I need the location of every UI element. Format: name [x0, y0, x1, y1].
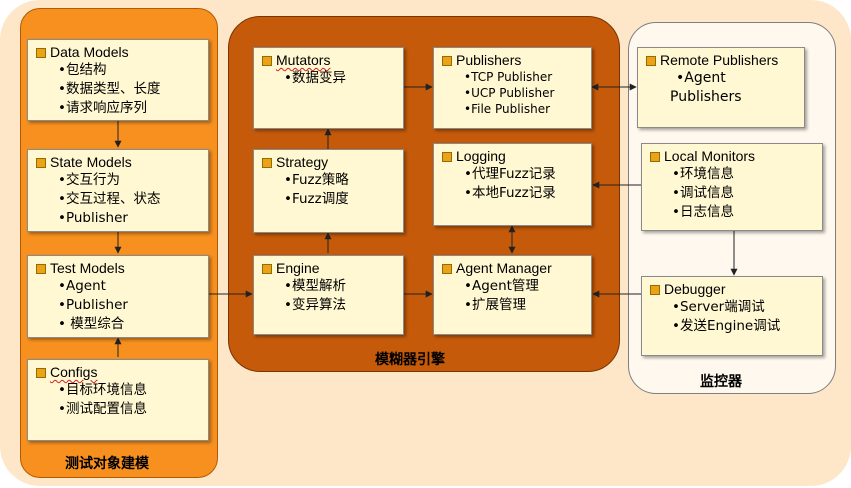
data-models-title: Data Models: [50, 44, 129, 60]
bullet-square-icon: [442, 55, 452, 66]
publishers-title: Publishers: [456, 52, 522, 68]
monitor-panel-label: 监控器: [700, 374, 742, 390]
state-models-item: •Publisher: [58, 210, 128, 226]
debugger-item: •Server端调试: [672, 299, 765, 315]
remote-publishers-item: Publishers: [670, 89, 742, 105]
test-models-item: •Agent: [58, 278, 106, 294]
local-monitors-item: •日志信息: [672, 204, 734, 220]
strategy-box: Strategy •Fuzz策略 •Fuzz调度: [253, 149, 404, 233]
debugger-item: •发送Engine调试: [672, 318, 781, 334]
bullet-square-icon: [36, 47, 46, 58]
local-monitors-title: Local Monitors: [664, 148, 756, 164]
bullet-square-icon: [262, 55, 272, 66]
remote-publishers-box: Remote Publishers •Agent Publishers: [637, 47, 805, 128]
agent-manager-item: •Agent管理: [464, 278, 539, 294]
strategy-item: •Fuzz调度: [284, 191, 349, 207]
configs-item: •目标环境信息: [58, 382, 147, 398]
local-monitors-item: •调试信息: [672, 185, 734, 201]
agent-manager-title: Agent Manager: [456, 260, 552, 276]
remote-publishers-title: Remote Publishers: [660, 52, 779, 68]
configs-box: Configs •目标环境信息 •测试配置信息: [27, 359, 209, 441]
mutators-item: •数据变异: [284, 70, 346, 86]
bullet-square-icon: [36, 367, 46, 378]
agent-manager-box: Agent Manager •Agent管理 •扩展管理: [433, 255, 592, 335]
engine-panel-label: 模糊器引擎: [375, 352, 445, 368]
logging-box: Logging •代理Fuzz记录 •本地Fuzz记录: [433, 143, 592, 226]
engine-box: Engine •模型解析 •变异算法: [253, 255, 404, 335]
configs-item: •测试配置信息: [58, 401, 147, 417]
data-models-item: •请求响应序列: [58, 100, 147, 116]
debugger-title: Debugger: [664, 281, 726, 297]
local-monitors-item: •环境信息: [672, 166, 734, 182]
engine-title: Engine: [276, 260, 320, 276]
state-models-title: State Models: [50, 154, 132, 170]
bullet-square-icon: [650, 284, 660, 295]
publishers-item: •File Publisher: [464, 102, 551, 116]
mutators-title: Mutators: [276, 52, 331, 68]
bullet-square-icon: [262, 263, 272, 274]
state-models-item: •交互过程、状态: [58, 191, 161, 207]
test-models-item: • 模型综合: [58, 316, 125, 332]
test-models-item: •Publisher: [58, 297, 128, 313]
state-models-item: •交互行为: [58, 172, 120, 188]
configs-title: Configs: [50, 364, 98, 380]
mutators-box: Mutators •数据变异: [253, 47, 404, 129]
data-models-item: •包结构: [58, 62, 107, 78]
bullet-square-icon: [36, 157, 46, 168]
bullet-square-icon: [442, 263, 452, 274]
agent-manager-item: •扩展管理: [464, 297, 526, 313]
strategy-title: Strategy: [276, 154, 329, 170]
remote-publishers-item: •Agent: [676, 70, 726, 86]
modeling-panel-label: 测试对象建模: [65, 456, 149, 472]
local-monitors-box: Local Monitors •环境信息 •调试信息 •日志信息: [641, 143, 823, 231]
bullet-square-icon: [36, 263, 46, 274]
publishers-box: Publishers •TCP Publisher •UCP Publisher…: [433, 47, 592, 129]
publishers-item: •TCP Publisher: [464, 70, 553, 84]
bullet-square-icon: [646, 55, 656, 66]
publishers-item: •UCP Publisher: [464, 86, 555, 100]
test-models-box: Test Models •Agent •Publisher • 模型综合: [27, 255, 209, 338]
strategy-item: •Fuzz策略: [284, 172, 349, 188]
state-models-box: State Models •交互行为 •交互过程、状态 •Publisher: [27, 149, 209, 232]
data-models-item: •数据类型、长度: [58, 81, 161, 97]
logging-item: •本地Fuzz记录: [464, 185, 556, 201]
data-models-box: Data Models •包结构 •数据类型、长度 •请求响应序列: [27, 39, 209, 121]
test-models-title: Test Models: [50, 260, 125, 276]
bullet-square-icon: [262, 157, 272, 168]
logging-item: •代理Fuzz记录: [464, 166, 556, 182]
engine-item: •变异算法: [284, 297, 346, 313]
engine-item: •模型解析: [284, 278, 346, 294]
logging-title: Logging: [456, 148, 506, 164]
bullet-square-icon: [442, 151, 452, 162]
debugger-box: Debugger •Server端调试 •发送Engine调试: [641, 276, 823, 356]
bullet-square-icon: [650, 151, 660, 162]
